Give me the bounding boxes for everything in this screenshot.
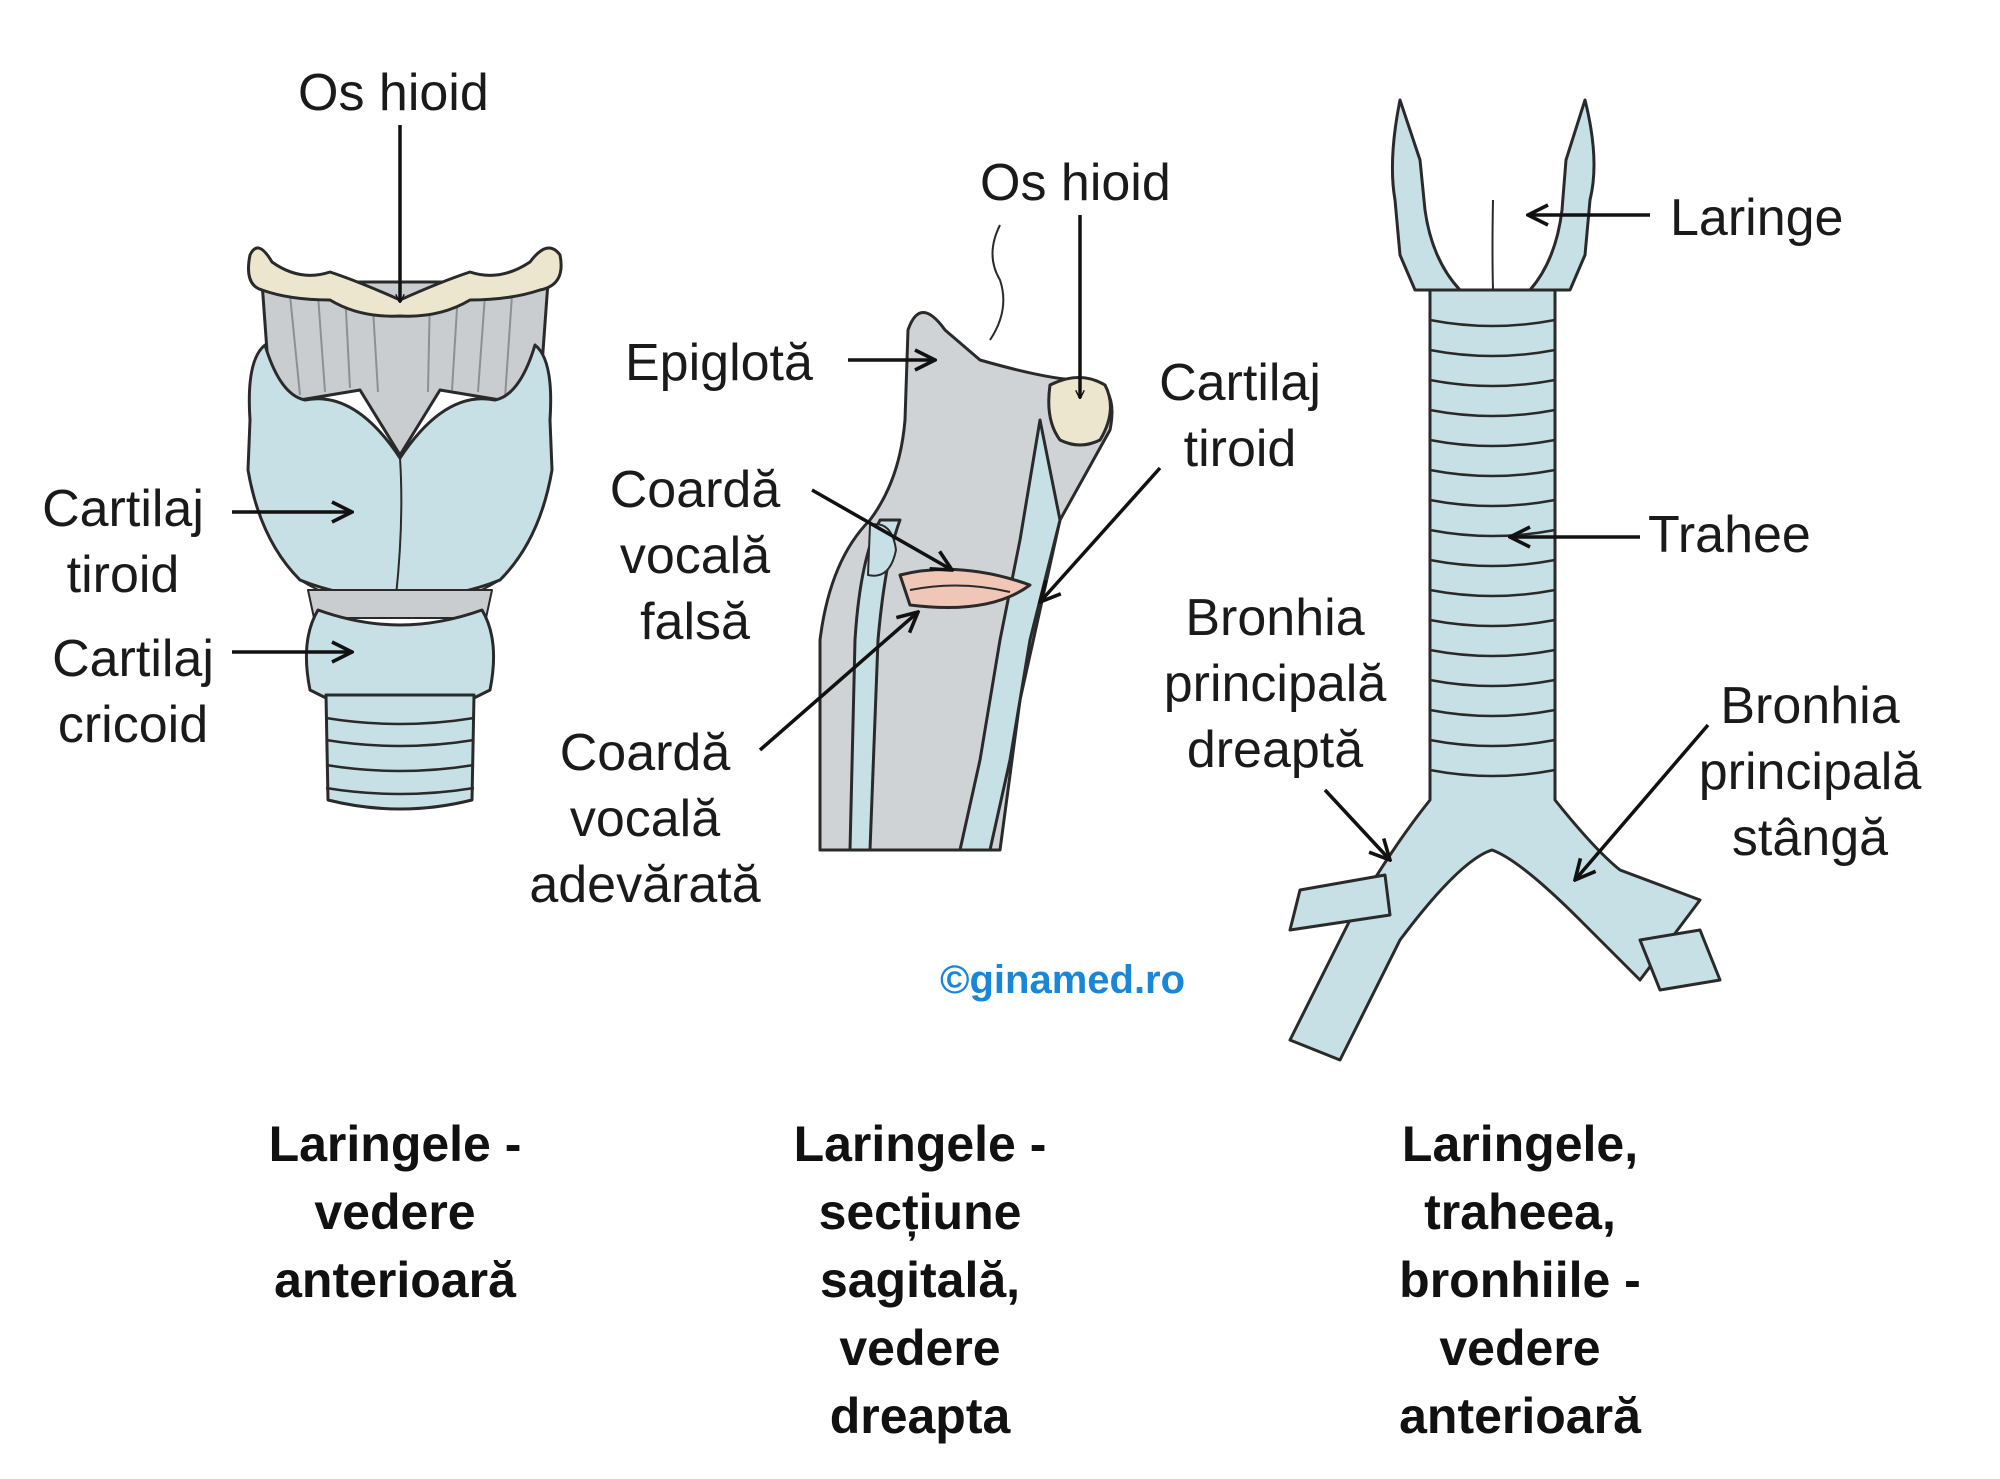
epiglottis-stalk xyxy=(989,224,1005,341)
label-epiglota: Epiglotă xyxy=(625,334,813,392)
right-bronchus-branch xyxy=(1288,873,1392,932)
tracheobronchial-figure xyxy=(1288,98,1722,1062)
hyoid-bone xyxy=(247,246,563,318)
arrow-bronhia-dreapta xyxy=(1323,788,1390,860)
left-bronchus-branch xyxy=(1638,928,1722,992)
cricoid-cartilage xyxy=(304,608,496,702)
arrow-cartilaj-tiroid-2 xyxy=(1040,466,1162,602)
arrow-bronhia-stanga xyxy=(1575,723,1710,880)
label-arrows xyxy=(232,125,1710,880)
arrow-coarda-adevarata xyxy=(758,612,918,752)
larynx-anterior-figure xyxy=(246,246,563,811)
hyoid-section xyxy=(1047,376,1112,447)
larynx-top xyxy=(1390,98,1596,292)
label-os-hioid-1: Os hioid xyxy=(298,64,489,122)
label-trahee: Trahee xyxy=(1648,506,1811,564)
watermark: ©ginamed.ro xyxy=(940,958,1186,1002)
arrow-coarda-falsa xyxy=(811,488,952,570)
label-laringe: Laringe xyxy=(1670,189,1844,247)
arytenoid xyxy=(867,523,897,577)
trachea xyxy=(1288,288,1702,1062)
label-os-hioid-2: Os hioid xyxy=(980,154,1171,212)
larynx-sagittal-figure xyxy=(818,224,1114,852)
